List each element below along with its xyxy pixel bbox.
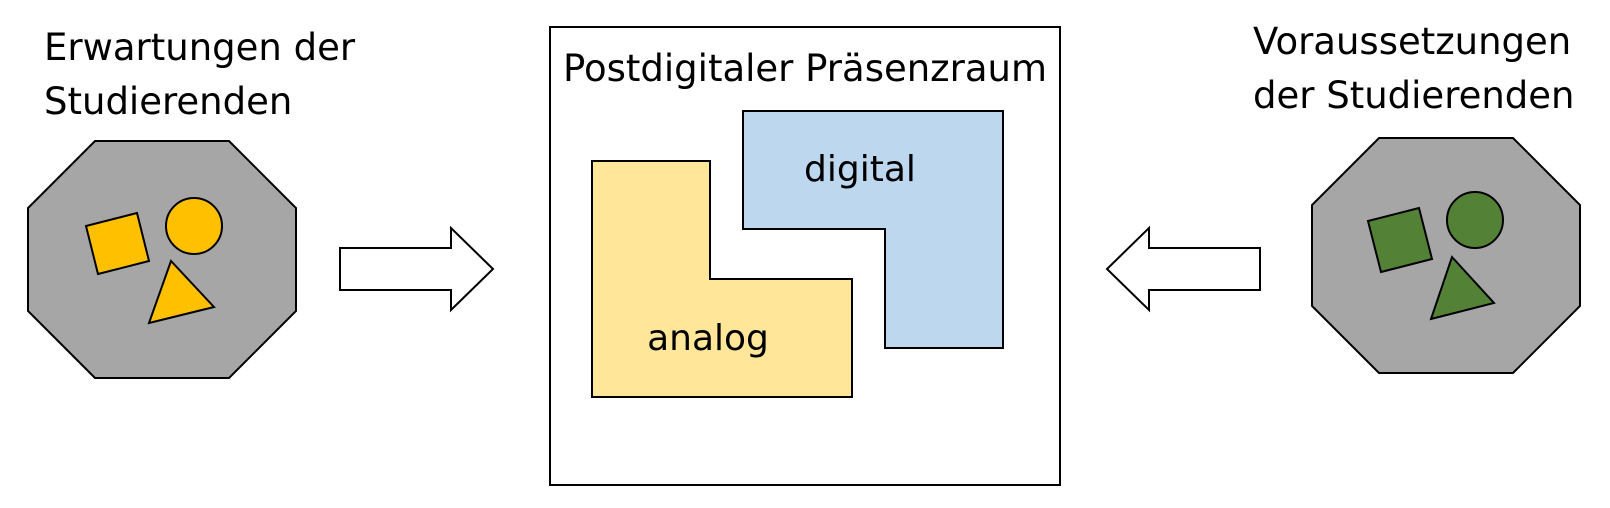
digital-label: digital — [804, 149, 916, 190]
right-triangle-icon — [1429, 255, 1496, 321]
arrow-right — [339, 225, 495, 313]
left-circle-icon — [165, 197, 223, 255]
arrow-left — [1105, 225, 1261, 313]
right-octagon-group — [1311, 137, 1581, 374]
right-square-icon — [1366, 206, 1434, 274]
left-square-icon — [84, 211, 151, 276]
left-octagon — [27, 140, 297, 379]
right-circle-icon — [1446, 191, 1504, 249]
left-label-line-2: Studierenden — [44, 80, 292, 123]
right-octagon — [1311, 137, 1581, 374]
right-label-line-2: der Studierenden — [1253, 74, 1575, 117]
left-label-line-1: Erwartungen der — [44, 26, 356, 69]
digital-region — [742, 110, 1004, 349]
right-label-line-1: Voraussetzungen — [1253, 20, 1571, 63]
left-octagon-group — [27, 140, 297, 379]
postdigital-room-title: Postdigitaler Präsenzraum — [563, 47, 1047, 90]
left-triangle-icon — [147, 259, 216, 325]
analog-label: analog — [647, 318, 769, 359]
analog-region — [591, 160, 853, 398]
